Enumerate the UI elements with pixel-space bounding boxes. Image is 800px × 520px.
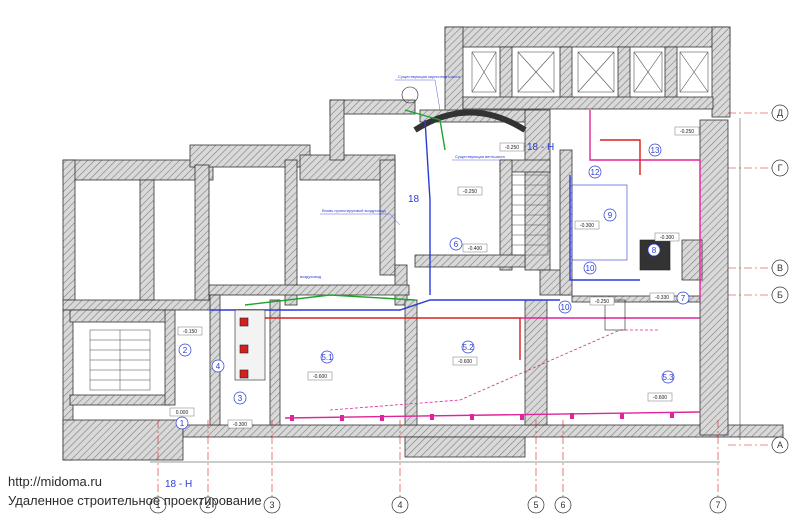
axis-label: Д [777,108,783,118]
axis-label: 2 [205,500,210,510]
level-value: -0.300 [233,422,247,428]
axis-bubbles-vertical [149,496,727,514]
note-text: Вновь проектируемый воздуховод [322,208,386,213]
room-number: 1 [180,419,185,428]
room-number: 8 [652,246,657,255]
level-value: -0.600 [458,359,472,365]
room-number: 10 [586,264,595,273]
section-marks: 18 - Н 18 18 - Н [165,142,554,490]
axis-bubble [554,496,572,514]
level-value: -0.250 [505,145,519,151]
walls [62,26,784,461]
room-number: 5.1 [321,353,333,362]
watermark-url: http://midoma.ru [8,474,102,489]
axis-bubble [771,286,789,304]
axis-labels-horizontal: Д Г В Б А [777,108,783,450]
duct-red-2 [600,139,641,175]
level-value: -0.600 [313,374,327,380]
annex-windows [471,51,709,93]
room-number: 7 [681,294,686,303]
duct-exhaust-blue-3 [569,175,640,281]
rotunda-wall [413,109,527,133]
room-numbers: 1 2 3 4 5.1 5.2 5.3 6 7 8 9 10 10 12 13 [180,146,686,428]
dimension-lines [150,118,741,463]
room-number: 5.3 [662,373,674,382]
axis-bubble [709,496,727,514]
axis-label: А [777,440,783,450]
axis-label: Г [778,163,783,173]
drawing-notes: Существующая кирпичная шахта Существующа… [300,74,506,279]
axis-bubble [771,436,789,454]
duct-supply-pink [284,411,701,419]
axis-label: Б [777,290,783,300]
section-mark: 18 - Н [527,142,554,153]
axis-bubbles-horizontal [771,104,789,454]
duct-red [250,317,521,360]
room-number: 2 [183,346,188,355]
level-value: -0.250 [595,299,609,305]
duct-exhaust-blue-2 [424,119,431,295]
watermark: http://midoma.ru Удаленное строительное … [8,472,262,510]
duct-outdoor-green-2 [404,109,446,151]
level-value: 0.000 [176,410,189,416]
section-mark: 18 [408,194,420,205]
room-number-circles [175,143,690,430]
level-value: -0.250 [680,129,694,135]
level-value: -0.150 [183,329,197,335]
room-number: 13 [651,146,660,155]
equipment [234,86,671,381]
watermark-tagline: Удаленное строительное проектирование [8,493,262,508]
room-number: 5.2 [462,343,474,352]
axis-bubble [263,496,281,514]
level-value: -0.250 [463,189,477,195]
axis-bubble [391,496,409,514]
level-value: -0.400 [468,246,482,252]
axis-label: 6 [560,500,565,510]
stair-core [511,174,549,256]
section-mark: 18 - Н [165,479,192,490]
axis-label: 3 [269,500,274,510]
axis-label: 4 [397,500,402,510]
level-value: -0.300 [580,223,594,229]
level-tags [169,126,700,429]
axis-label: 1 [155,500,160,510]
duct-network [210,109,701,419]
axis-bubble [771,259,789,277]
axis-bubble [771,104,789,122]
axis-labels-vertical: 1 2 3 4 5 6 7 [155,500,720,510]
room-number: 12 [591,168,600,177]
room-number: 9 [608,211,613,220]
axis-label: 5 [533,500,538,510]
note-text: Существующая вентшахта [455,154,506,159]
duct-supply-pink-3 [589,110,701,300]
room-number: 4 [216,362,221,371]
note-text: воздуховод [300,274,322,279]
level-value: -0.300 [660,235,674,241]
axis-bubble [149,496,167,514]
room-number: 6 [454,240,459,249]
axis-bubble [199,496,217,514]
stair-left [89,329,151,391]
axis-bubble [771,159,789,177]
level-values: 0.000 -0.300 -0.150 -0.600 -0.600 -0.600… [176,129,695,428]
level-value: -0.600 [653,395,667,401]
duct-magenta-dash [329,329,660,411]
axis-lines [157,112,772,505]
axis-label: В [777,263,783,273]
room-number: 3 [238,394,243,403]
duct-exhaust-blue [210,299,560,311]
note-leaders [320,79,500,226]
note-text: Существующая кирпичная шахта [398,74,461,79]
axis-bubble [527,496,545,514]
grilles [290,412,674,421]
level-value: -0.330 [655,295,669,301]
axis-label: 7 [715,500,720,510]
duct-outdoor-green [244,294,416,306]
room-number: 10 [561,303,570,312]
